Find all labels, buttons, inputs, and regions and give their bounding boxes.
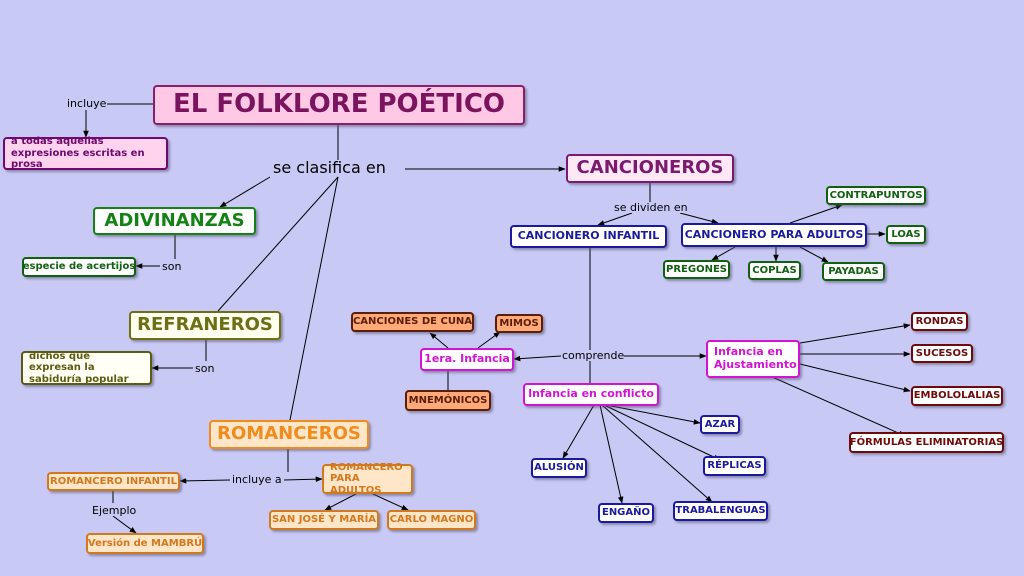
line-incluye-adultos	[283, 476, 323, 482]
line-ajustamiento-rondas	[799, 323, 911, 344]
line-ajustamiento-formulas	[769, 375, 906, 437]
node-mimos: MIMOS	[495, 314, 543, 333]
line-conflicto-trabalenguas	[601, 404, 713, 503]
line-conflicto-azar	[605, 404, 701, 425]
node-canciones-de-cuna: CANCIONES DE CUNA	[351, 312, 474, 332]
node-carlo-magno: CARLO MAGNO	[387, 510, 476, 530]
node-infancia-en-conflicto: Infancia en conflicto	[523, 383, 659, 406]
node-pregones: PREGONES	[663, 260, 730, 279]
node-version-de-mambru: Versión de MAMBRÚ	[86, 533, 204, 554]
line-conflicto-replicas	[603, 404, 721, 461]
node-adivinanzas: ADIVINANZAS	[93, 207, 256, 235]
node-trabalenguas: TRABALENGUAS	[673, 501, 768, 521]
line-conflicto-engano	[599, 404, 624, 504]
node-cancioneros: CANCIONEROS	[566, 154, 734, 183]
link-label-son-refraneros: son	[195, 362, 215, 375]
node-romancero-infantil: ROMANCERO INFANTIL	[47, 472, 180, 491]
node-primera-infancia: 1era. Infancia	[420, 348, 514, 371]
link-label-comprende: comprende	[562, 349, 625, 362]
page-title: EL FOLKLORE POÉTICO	[153, 85, 525, 125]
line-comprende-primera	[513, 355, 562, 362]
line-primera-cuna	[429, 332, 449, 349]
line-adultos-sanjose	[324, 493, 357, 511]
node-formulas-eliminatorias: FÓRMULAS ELIMINATORIAS	[849, 432, 1004, 453]
node-especie-de-acertijos: especie de acertijos	[22, 257, 136, 277]
node-refraneros: REFRANEROS	[129, 311, 281, 340]
node-infancia-en-ajustamiento: Infancia en Ajustamiento	[706, 340, 800, 378]
node-replicas: RÉPLICAS	[703, 456, 766, 476]
node-dichos: dichos que expresan la sabiduría popular	[21, 351, 152, 385]
line-dividen-adultos	[679, 212, 719, 225]
line-adultos-pregones	[711, 246, 736, 261]
node-romancero-para-adultos: ROMANCERO PARA ADULTOS	[322, 462, 413, 496]
link-label-se-dividen-en: se dividen en	[614, 201, 688, 214]
node-mnemonicos: MNEMÓNICOS	[405, 390, 491, 411]
line-dividen-infantil	[597, 212, 633, 226]
node-romanceros: ROMANCEROS	[209, 420, 369, 449]
line-conflicto-alusion	[562, 404, 595, 459]
node-engano: ENGAÑO	[598, 503, 654, 523]
link-label-son-adivinanzas: son	[162, 260, 182, 273]
node-payadas: PAYADAS	[822, 262, 885, 281]
node-sucesos: SUCESOS	[911, 344, 973, 363]
link-label-incluye: incluye	[67, 97, 107, 110]
node-rondas: RONDAS	[911, 312, 968, 331]
line-adultos-payadas	[799, 246, 829, 263]
node-contrapuntos: CONTRAPUNTOS	[826, 186, 926, 205]
link-label-incluye-a: incluye a	[232, 473, 282, 486]
node-cancionero-para-adultos: CANCIONERO PARA ADULTOS	[681, 223, 867, 247]
line-ejemplo-mambru	[112, 515, 137, 534]
node-embololalias: EMBOLOLALIAS	[911, 386, 1003, 406]
line-primera-mimos	[477, 331, 501, 349]
line-clasifica-adivinanzas	[219, 176, 271, 208]
node-azar: AZAR	[700, 415, 740, 434]
line-clasifica-romanceros	[289, 176, 339, 421]
link-label-se-clasifica-en: se clasifica en	[273, 158, 386, 177]
node-cancionero-infantil: CANCIONERO INFANTIL	[510, 225, 667, 248]
link-label-ejemplo: Ejemplo	[92, 504, 137, 517]
node-loas: LOAS	[886, 225, 926, 244]
line-ajustamiento-embololalias	[799, 363, 911, 393]
node-san-jose-y-maria: SAN JOSÉ Y MARÍA	[269, 510, 379, 530]
line-adultos-carlomagno	[372, 493, 409, 511]
node-prosa: a todas aquellas expresiones escritas en…	[3, 136, 168, 170]
node-alusion: ALUSIÓN	[531, 458, 587, 478]
node-coplas: COPLAS	[748, 261, 801, 280]
line-incluye-infantil	[179, 478, 231, 484]
line-adultos-contrapuntos	[789, 204, 843, 224]
line-clasifica-refraneros	[217, 176, 339, 312]
